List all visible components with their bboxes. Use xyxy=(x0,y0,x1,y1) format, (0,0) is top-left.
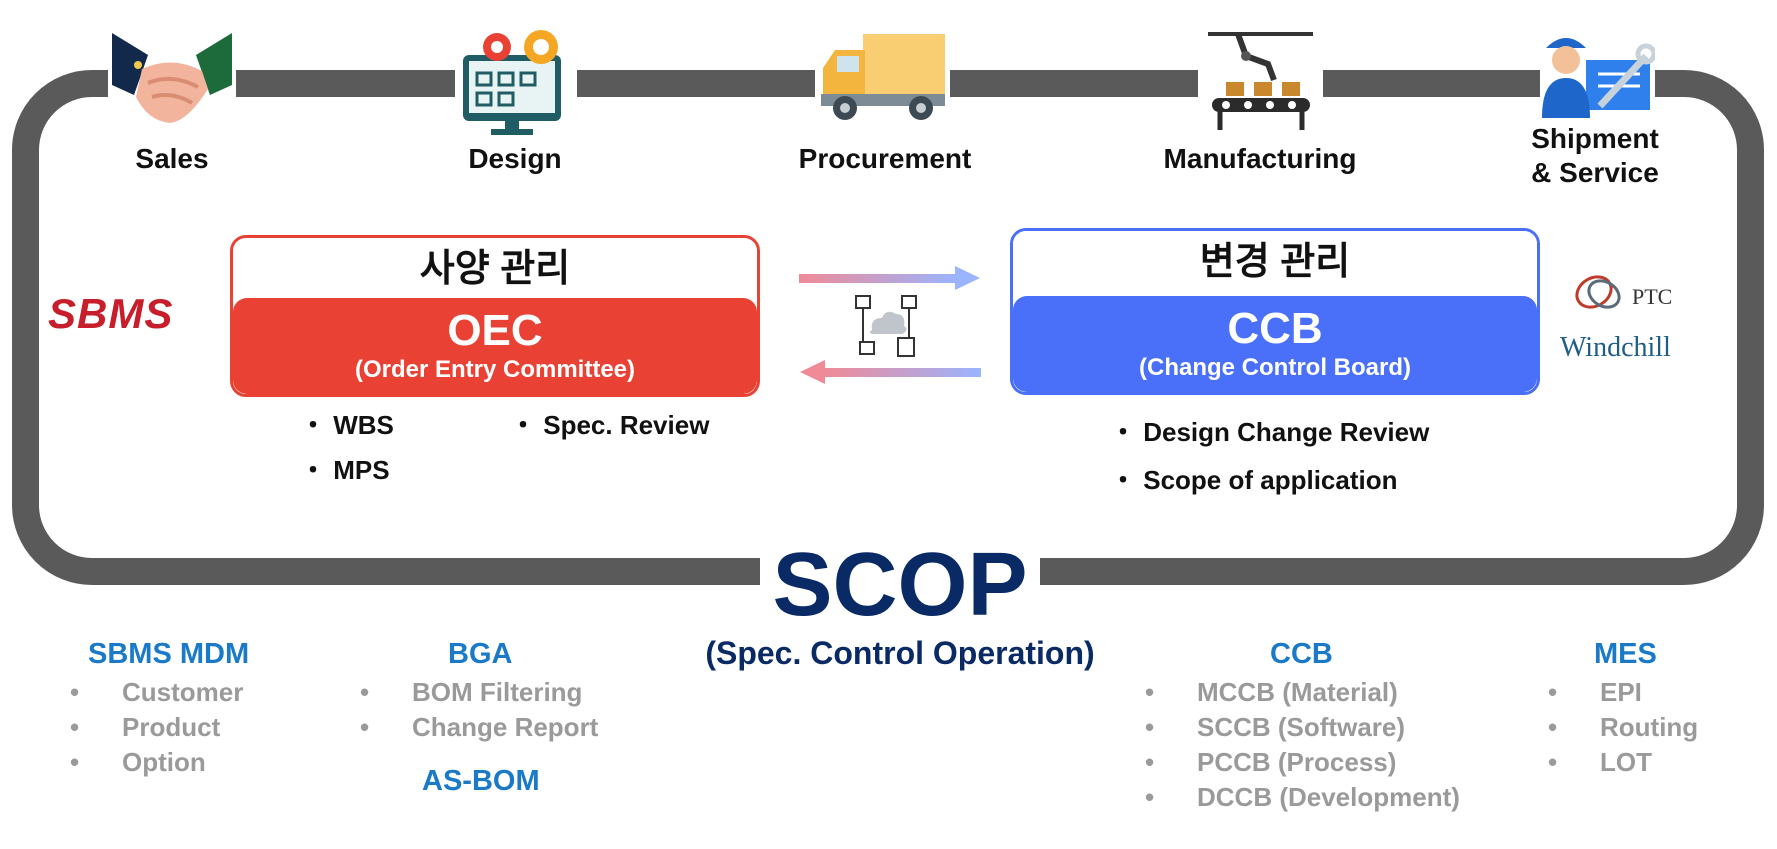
system-ccb-list: MCCB (Material) SCCB (Software) PCCB (Pr… xyxy=(1145,675,1460,815)
ptc-windchill-logo: PTC Windchill xyxy=(1560,250,1690,370)
oec-box: 사양 관리 OEC (Order Entry Committee) xyxy=(230,235,760,397)
stage-label-sales: Sales xyxy=(135,143,209,174)
system-sbms-mdm-title: SBMS MDM xyxy=(88,638,250,670)
system-bga-list: BOM Filtering Change Report xyxy=(360,675,598,745)
ccb-bullet-scope: ・ Scope of application xyxy=(1110,465,1398,495)
ccb-bullet-design-change-review: ・ Design Change Review xyxy=(1110,417,1430,447)
list-item: PCCB (Process) xyxy=(1145,745,1460,780)
stage-label-shipment-service: Shipment & Service xyxy=(1531,123,1659,188)
service-technician-icon xyxy=(1540,30,1657,120)
list-item: Product xyxy=(70,710,243,745)
scop-title: SCOP xyxy=(760,535,1040,635)
sbms-logo-text: SBMS xyxy=(48,290,174,337)
ccb-header: 변경 관리 xyxy=(1013,231,1537,291)
ccb-subtitle: (Change Control Board) xyxy=(1139,354,1411,381)
oec-body: OEC (Order Entry Committee) xyxy=(233,298,757,394)
list-item: Routing xyxy=(1548,710,1698,745)
ccb-title: CCB xyxy=(1227,304,1323,353)
sbms-logo: SBMS xyxy=(48,290,173,338)
network-cloud-icon xyxy=(850,292,922,360)
truck-icon xyxy=(815,28,950,128)
oec-bullet-mps: ・ MPS xyxy=(300,455,390,485)
oec-bullet-wbs: ・ WBS xyxy=(300,410,394,440)
list-item: Change Report xyxy=(360,710,598,745)
ptc-text: PTC xyxy=(1632,284,1673,309)
scop-subtitle: (Spec. Control Operation) xyxy=(705,635,1095,671)
stage-label-design: Design xyxy=(468,143,562,174)
list-item: Customer xyxy=(70,675,243,710)
list-item: LOT xyxy=(1548,745,1698,780)
ccb-body: CCB (Change Control Board) xyxy=(1013,296,1537,392)
system-ccb-title: CCB xyxy=(1270,638,1333,670)
computer-gears-icon xyxy=(455,25,577,140)
list-item: BOM Filtering xyxy=(360,675,598,710)
handshake-icon xyxy=(108,25,236,140)
system-bga-title: BGA xyxy=(448,638,513,670)
oec-bullet-spec-review: ・ Spec. Review xyxy=(510,410,710,440)
list-item: Option xyxy=(70,745,243,780)
list-item: MCCB (Material) xyxy=(1145,675,1460,710)
oec-header: 사양 관리 xyxy=(233,238,757,298)
list-item: EPI xyxy=(1548,675,1698,710)
stage-label-procurement: Procurement xyxy=(798,143,972,174)
robot-arm-conveyor-icon xyxy=(1198,30,1323,140)
oec-subtitle: (Order Entry Committee) xyxy=(354,356,636,383)
stage-label-manufacturing: Manufacturing xyxy=(1163,143,1357,174)
list-item: SCCB (Software) xyxy=(1145,710,1460,745)
list-item: DCCB (Development) xyxy=(1145,780,1460,815)
windchill-text: Windchill xyxy=(1560,332,1671,363)
system-mes-list: EPI Routing LOT xyxy=(1548,675,1698,780)
system-as-bom-title: AS-BOM xyxy=(422,765,540,797)
oec-title: OEC xyxy=(447,306,543,355)
ptc-swirl-icon xyxy=(1575,275,1621,309)
ccb-box: 변경 관리 CCB (Change Control Board) xyxy=(1010,228,1540,395)
exchange-arrows xyxy=(799,266,981,384)
system-mes-title: MES xyxy=(1594,638,1657,670)
system-sbms-mdm-list: Customer Product Option xyxy=(70,675,243,780)
